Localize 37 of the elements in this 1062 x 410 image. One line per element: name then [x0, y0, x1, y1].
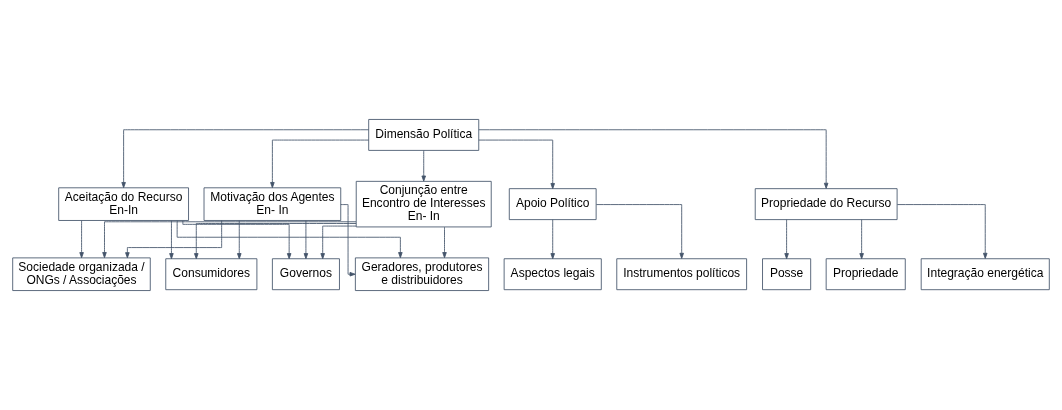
arrow: [550, 219, 555, 260]
arrow: [125, 220, 223, 259]
arrow: [340, 204, 356, 277]
arrow: [237, 220, 242, 260]
node-box: Dimensão Política: [368, 119, 480, 151]
node-box: Posse: [762, 258, 812, 291]
arrow: [102, 221, 357, 259]
arrow: [478, 139, 555, 190]
arrow: [478, 129, 829, 189]
arrow: [270, 139, 370, 189]
arrow: [896, 204, 988, 259]
node-box: Governos: [271, 258, 340, 291]
arrow: [79, 220, 84, 259]
node-box: Aspectos legais: [503, 258, 602, 291]
node-box: Apoio Político: [508, 188, 597, 221]
node-box: Propriedade do Recurso: [754, 188, 898, 221]
arrow: [121, 129, 370, 189]
arrow: [182, 220, 292, 260]
arrow: [176, 220, 403, 259]
arrow: [320, 225, 357, 260]
node-box: Instrumentos políticos: [616, 258, 748, 291]
node-box: Propriedade: [825, 258, 906, 291]
arrow: [303, 220, 309, 260]
arrow: [194, 223, 357, 260]
arrow: [784, 219, 789, 260]
node-box: Aceitação do Recurso En-In: [58, 187, 189, 221]
node-box: Geradores, produtores e distribuidores: [354, 257, 490, 291]
arrow: [442, 226, 447, 259]
node-box: Integração energética: [920, 258, 1050, 291]
arrow: [169, 220, 174, 260]
arrow: [859, 219, 864, 260]
node-box: Sociedade organizada / ONGs / Associações: [12, 257, 151, 291]
node-box: Motivação dos Agentes En- In: [203, 187, 342, 221]
arrow: [595, 204, 684, 259]
arrow: [421, 150, 426, 182]
node-box: Consumidores: [165, 258, 258, 291]
node-box: Conjunção entre Encontro de Interesses En- In: [355, 180, 492, 228]
